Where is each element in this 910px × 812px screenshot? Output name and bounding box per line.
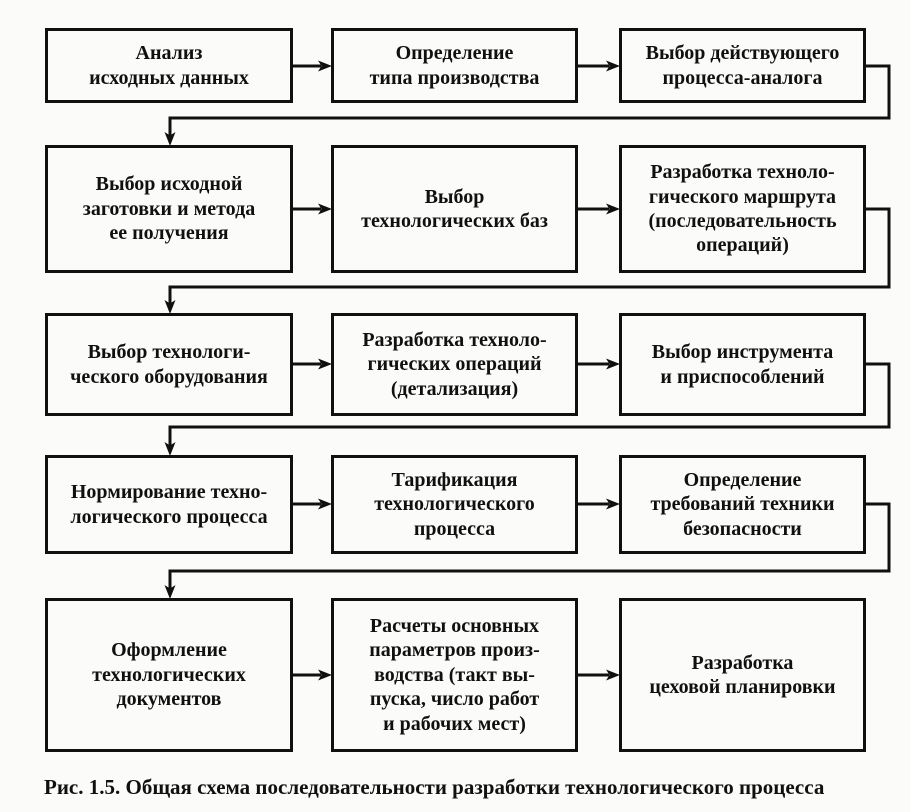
arrow-row5-col2-to-col3 <box>577 669 620 681</box>
box-develop-tech-route: Разработка техноло- гического маршрута (… <box>619 145 866 273</box>
arrow-row3-col1-to-col2 <box>291 358 332 370</box>
box-develop-tech-operations: Разработка техноло- гических операций (д… <box>331 313 578 416</box>
box-tariff-tech-process: Тарификация технологического процесса <box>331 455 578 554</box>
box-normalize-tech-process: Нормирование техно- логического процесса <box>45 455 293 554</box>
arrow-row2-col2-to-col3 <box>577 203 620 215</box>
box-determine-production-type: Определение типа производства <box>331 28 578 103</box>
box-analyze-source-data: Анализ исходных данных <box>45 28 293 103</box>
box-develop-shop-layout: Разработка цеховой планировки <box>619 598 866 752</box>
box-select-analog-process: Выбор действующего процесса-аналога <box>619 28 866 103</box>
box-select-technological-bases: Выбор технологических баз <box>331 145 578 273</box>
box-select-tech-equipment: Выбор технологи- ческого оборудования <box>45 313 293 416</box>
arrow-row4-col1-to-col2 <box>291 498 332 510</box>
arrow-row3-col2-to-col3 <box>577 358 620 370</box>
figure-caption: Рис. 1.5. Общая схема последовательности… <box>44 775 825 799</box>
arrow-row1-col2-to-col3 <box>577 60 620 72</box>
connector-row3-to-row4 <box>164 362 891 456</box>
connector-row1-to-row2 <box>164 64 891 146</box>
connector-row2-to-row3 <box>164 207 891 314</box>
box-select-tools-and-fixtures: Выбор инструмента и приспособлений <box>619 313 866 416</box>
box-calc-production-parameters: Расчеты основных параметров произ- водст… <box>331 598 578 752</box>
arrow-row4-col2-to-col3 <box>577 498 620 510</box>
arrow-row5-col1-to-col2 <box>291 669 332 681</box>
box-define-safety-requirements: Определение требований техники безопасно… <box>619 455 866 554</box>
arrow-row2-col1-to-col2 <box>291 203 332 215</box>
arrow-row1-col1-to-col2 <box>291 60 332 72</box>
box-select-initial-workpiece: Выбор исходной заготовки и метода ее пол… <box>45 145 293 273</box>
connector-row4-to-row5 <box>164 502 891 599</box>
box-prepare-tech-documents: Оформление технологических документов <box>45 598 293 752</box>
